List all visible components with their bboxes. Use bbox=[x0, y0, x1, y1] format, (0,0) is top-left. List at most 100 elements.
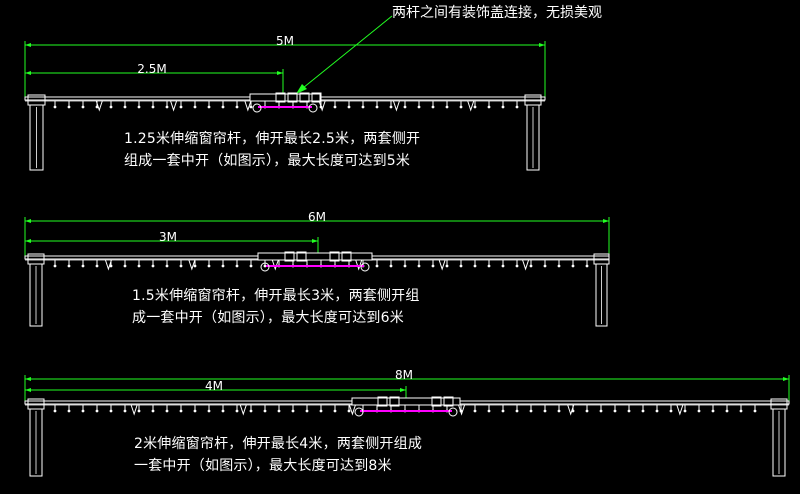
support-clip bbox=[95, 100, 103, 112]
runner-ring bbox=[557, 409, 561, 413]
runner-ring bbox=[389, 105, 393, 109]
runner-ring bbox=[291, 409, 295, 413]
runner-ring bbox=[151, 264, 155, 268]
runner-ring bbox=[459, 105, 463, 109]
dimension-labels: 5M 2.5M 6M 3M 8M 4M bbox=[137, 34, 413, 393]
runner-ring bbox=[487, 264, 491, 268]
wall-leg-right bbox=[772, 408, 786, 477]
support-clip bbox=[522, 259, 530, 271]
runner-ring bbox=[249, 264, 253, 268]
dimension-arrow bbox=[539, 43, 545, 47]
runner-ring bbox=[235, 105, 239, 109]
caption-8m-line-1: 2米伸缩窗帘杆，伸开最长4米，两套侧开组成 bbox=[134, 436, 423, 452]
runner-ring bbox=[473, 105, 477, 109]
support-clip bbox=[676, 404, 684, 416]
runner-ring bbox=[207, 409, 211, 413]
runner-ring bbox=[445, 264, 449, 268]
runner-ring bbox=[613, 409, 617, 413]
runner-ring bbox=[585, 264, 589, 268]
runner-ring bbox=[711, 409, 715, 413]
runner-ring bbox=[431, 264, 435, 268]
runner-ring bbox=[515, 105, 519, 109]
total-length-label-8m: 8M bbox=[395, 368, 413, 382]
annotation-leader-line bbox=[297, 15, 393, 93]
runner-ring bbox=[123, 264, 127, 268]
runner-ring bbox=[67, 264, 71, 268]
runner-ring bbox=[641, 409, 645, 413]
runner-ring bbox=[179, 409, 183, 413]
center-joint bbox=[257, 252, 373, 261]
total-length-label-6m: 6M bbox=[308, 210, 326, 224]
runner-ring bbox=[151, 105, 155, 109]
runner-ring bbox=[361, 105, 365, 109]
wall-leg-right bbox=[595, 263, 608, 327]
master-carrier bbox=[443, 396, 454, 407]
runner-ring bbox=[305, 409, 309, 413]
runner-ring bbox=[487, 409, 491, 413]
annotation-arrow bbox=[296, 15, 393, 94]
master-carrier bbox=[329, 251, 340, 262]
support-clip bbox=[467, 100, 475, 112]
support-clip bbox=[348, 404, 356, 416]
runner-ring bbox=[95, 409, 99, 413]
caption-6m-line-2: 成一套中开（如图示），最大长度可达到6米 bbox=[132, 310, 404, 326]
runner-ring bbox=[179, 264, 183, 268]
wall-leg-left bbox=[29, 104, 44, 171]
support-clip bbox=[130, 404, 138, 416]
dimension-arrow bbox=[783, 377, 789, 381]
runner-ring bbox=[109, 264, 113, 268]
wall-leg-left bbox=[29, 263, 43, 327]
caption-6m-line-1: 1.5米伸缩窗帘杆，伸开最长3米，两套侧开组 bbox=[132, 288, 420, 304]
total-length-label-5m: 5M bbox=[276, 34, 294, 48]
runner-ring bbox=[417, 105, 421, 109]
runner-ring bbox=[389, 264, 393, 268]
rail-assembly-3 bbox=[24, 396, 790, 477]
runner-ring bbox=[683, 409, 687, 413]
dimension-arrow bbox=[25, 388, 31, 392]
rail-assembly-1 bbox=[24, 92, 546, 171]
runner-ring bbox=[221, 409, 225, 413]
runner-ring bbox=[235, 264, 239, 268]
caption-5m-line-2: 组成一套中开（如图示），最大长度可达到5米 bbox=[124, 153, 411, 169]
runner-ring bbox=[319, 409, 323, 413]
end-roller bbox=[308, 103, 318, 113]
end-roller bbox=[252, 103, 262, 113]
dimension-group-1 bbox=[24, 41, 546, 97]
runner-ring bbox=[557, 264, 561, 268]
half-length-label-4m: 4M bbox=[205, 379, 223, 393]
master-carrier bbox=[287, 92, 298, 103]
runner-ring bbox=[249, 105, 253, 109]
dimension-arrow bbox=[603, 219, 609, 223]
support-clip bbox=[458, 404, 466, 416]
runner-ring bbox=[137, 264, 141, 268]
runner-ring bbox=[585, 409, 589, 413]
support-clip bbox=[239, 404, 247, 416]
runner-ring bbox=[193, 105, 197, 109]
dimension-arrow bbox=[400, 388, 406, 392]
support-clip bbox=[567, 404, 575, 416]
runner-ring bbox=[137, 105, 141, 109]
master-carrier bbox=[377, 396, 388, 407]
rail-assembly-2 bbox=[24, 251, 610, 327]
support-clip bbox=[170, 100, 178, 112]
runner-ring bbox=[627, 409, 631, 413]
runner-ring bbox=[333, 409, 337, 413]
runner-ring bbox=[515, 409, 519, 413]
master-carrier bbox=[299, 92, 310, 103]
runner-ring bbox=[543, 409, 547, 413]
runner-ring bbox=[431, 105, 435, 109]
runner-ring bbox=[571, 264, 575, 268]
runner-ring bbox=[53, 264, 57, 268]
runner-ring bbox=[53, 105, 57, 109]
end-roller bbox=[260, 262, 270, 272]
runner-ring bbox=[207, 264, 211, 268]
master-carrier bbox=[311, 92, 322, 103]
runner-ring bbox=[81, 105, 85, 109]
runner-ring bbox=[165, 409, 169, 413]
runner-ring bbox=[417, 264, 421, 268]
runner-ring bbox=[67, 105, 71, 109]
runner-ring bbox=[221, 105, 225, 109]
runner-ring bbox=[669, 409, 673, 413]
runner-ring bbox=[347, 409, 351, 413]
